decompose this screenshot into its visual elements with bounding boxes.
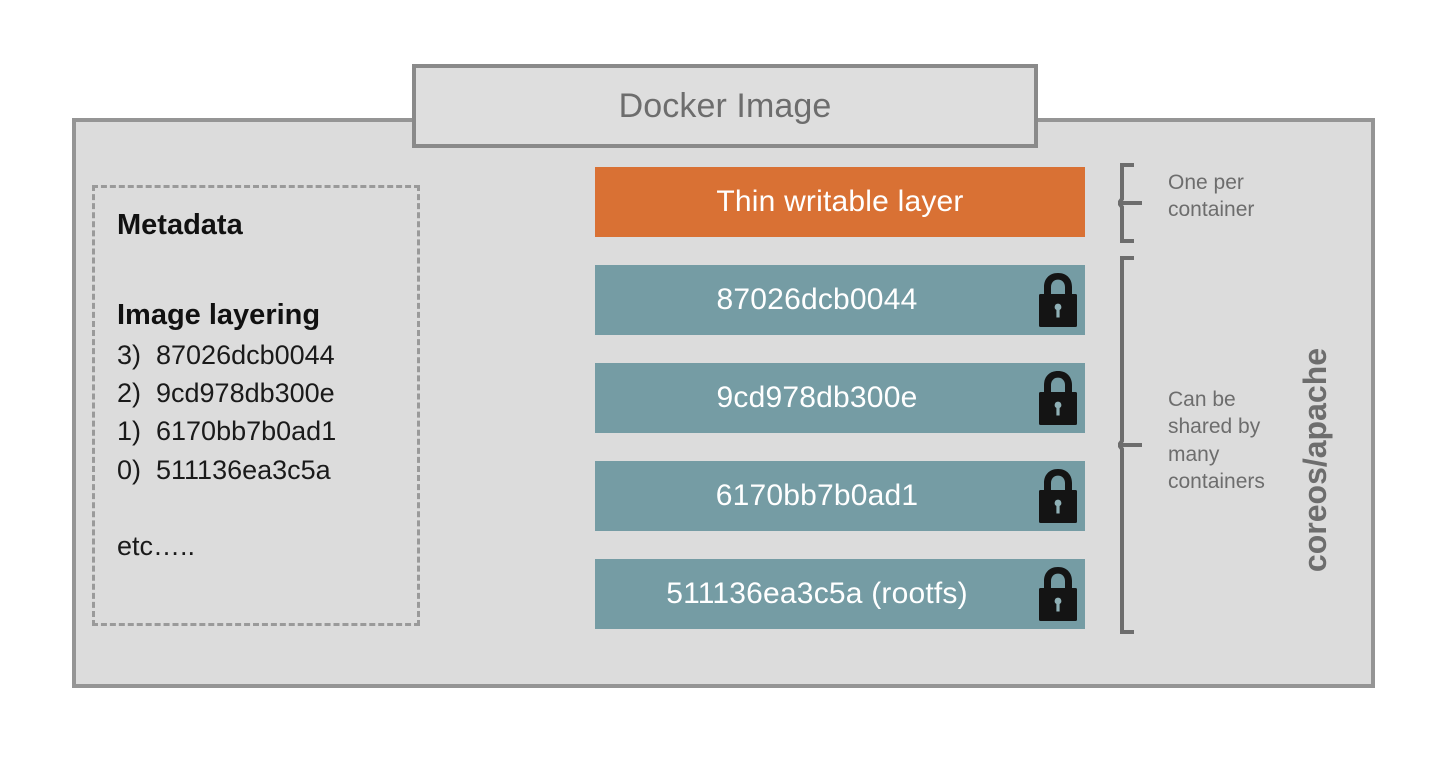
- brace-shared-by-many-icon: [1118, 256, 1142, 634]
- list-item: 2) 9cd978db300e: [117, 378, 335, 409]
- annotation-shared-by-many: Can be shared by many containers: [1168, 388, 1265, 493]
- lock-icon: [1039, 273, 1077, 327]
- brace-one-per-container-icon: [1118, 163, 1142, 243]
- layer-9cd978db300e: 9cd978db300e: [595, 363, 1085, 433]
- list-item: 3) 87026dcb0044: [117, 339, 335, 370]
- layer-label: 87026dcb0044: [716, 283, 918, 316]
- layer-511136ea3c5a-rootfs: 511136ea3c5a (rootfs): [595, 559, 1085, 629]
- metadata-etc: etc…..: [117, 531, 196, 562]
- layer-label: Thin writable layer: [716, 185, 964, 218]
- image-layering-list: 3) 87026dcb0044 2) 9cd978db300e 1) 6170b…: [117, 336, 417, 489]
- list-item: 0) 511136ea3c5a: [117, 454, 331, 485]
- lock-icon: [1039, 469, 1077, 523]
- image-layering-heading: Image layering: [117, 298, 321, 331]
- image-panel: Metadata Image layering 3) 87026dcb0044 …: [72, 118, 1375, 688]
- layer-6170bb7b0ad1: 6170bb7b0ad1: [595, 461, 1085, 531]
- metadata-heading: Metadata: [117, 209, 243, 241]
- layer-label: 511136ea3c5a (rootfs): [666, 577, 968, 610]
- layer-stack: Thin writable layer 87026dcb0044 9cd978d…: [595, 167, 1085, 629]
- layer-label: 6170bb7b0ad1: [715, 479, 919, 512]
- lock-icon: [1039, 371, 1077, 425]
- list-item: 1) 6170bb7b0ad1: [117, 416, 337, 447]
- docker-image-header: Docker Image: [412, 64, 1038, 148]
- lock-icon: [1039, 567, 1077, 621]
- layer-label: 9cd978db300e: [716, 381, 918, 414]
- metadata-box: Metadata Image layering 3) 87026dcb0044 …: [92, 185, 420, 626]
- layer-thin-writable: Thin writable layer: [595, 167, 1085, 237]
- page-title: Docker Image: [618, 87, 832, 125]
- repository-name-label: coreos/apache: [1297, 347, 1333, 573]
- layer-87026dcb0044: 87026dcb0044: [595, 265, 1085, 335]
- annotation-one-per-container: One per container: [1168, 171, 1255, 222]
